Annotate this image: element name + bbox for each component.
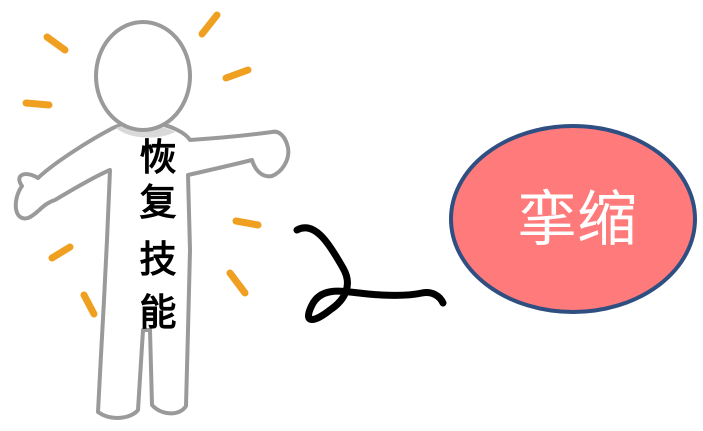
body-label-char: 技 (140, 238, 177, 281)
sparkle-line (43, 33, 69, 54)
sparkle-line (198, 11, 221, 38)
contracture-bubble: 挛缩 (449, 124, 697, 314)
person-figure-icon (13, 20, 291, 420)
bubble-shape (449, 124, 697, 314)
figure-head (94, 20, 192, 132)
sparkle-line (226, 269, 249, 297)
sparkle-line (22, 99, 53, 109)
squiggle-line-icon (293, 224, 447, 323)
sparkle-line (48, 243, 74, 262)
body-label-char: 复 (140, 181, 177, 224)
sparkle-lines-icon (22, 11, 262, 318)
sparkle-line (222, 66, 252, 82)
body-label: 恢 复 技 能 (140, 136, 177, 334)
sparkle-line (80, 291, 98, 318)
body-label-char: 恢 (140, 136, 177, 179)
figure-body (13, 120, 291, 420)
body-label-char: 能 (140, 291, 177, 334)
bubble-label: 挛缩 (517, 185, 637, 255)
sparkle-line (232, 217, 262, 229)
